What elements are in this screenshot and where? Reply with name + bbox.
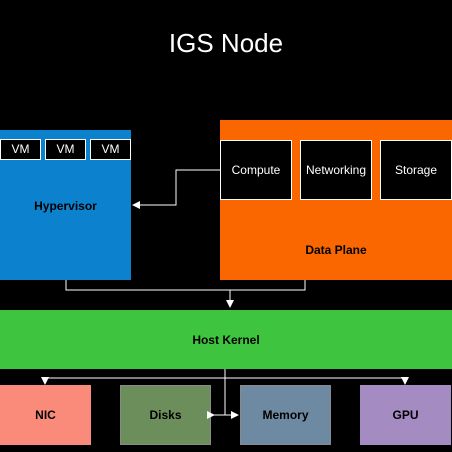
vm-box-1: VM bbox=[0, 139, 41, 160]
data-plane-label: Data Plane bbox=[305, 243, 367, 257]
disks-box: Disks bbox=[120, 385, 211, 445]
compute-box: Compute bbox=[220, 140, 292, 200]
hypervisor-label: Hypervisor bbox=[34, 199, 97, 213]
gpu-box: GPU bbox=[360, 385, 451, 445]
host-kernel-label: Host Kernel bbox=[192, 333, 260, 347]
memory-box: Memory bbox=[240, 385, 331, 445]
vm-box-3: VM bbox=[90, 139, 131, 160]
vm-box-2: VM bbox=[45, 139, 86, 160]
diagram-title: IGS Node bbox=[168, 28, 284, 58]
hypervisor-to-kernel-connector bbox=[65, 280, 306, 291]
host-kernel-box bbox=[0, 310, 452, 369]
compute-to-hypervisor-connector bbox=[132, 169, 220, 209]
networking-box: Networking bbox=[300, 140, 372, 200]
storage-box: Storage bbox=[380, 140, 452, 200]
nic-box: NIC bbox=[0, 385, 91, 445]
